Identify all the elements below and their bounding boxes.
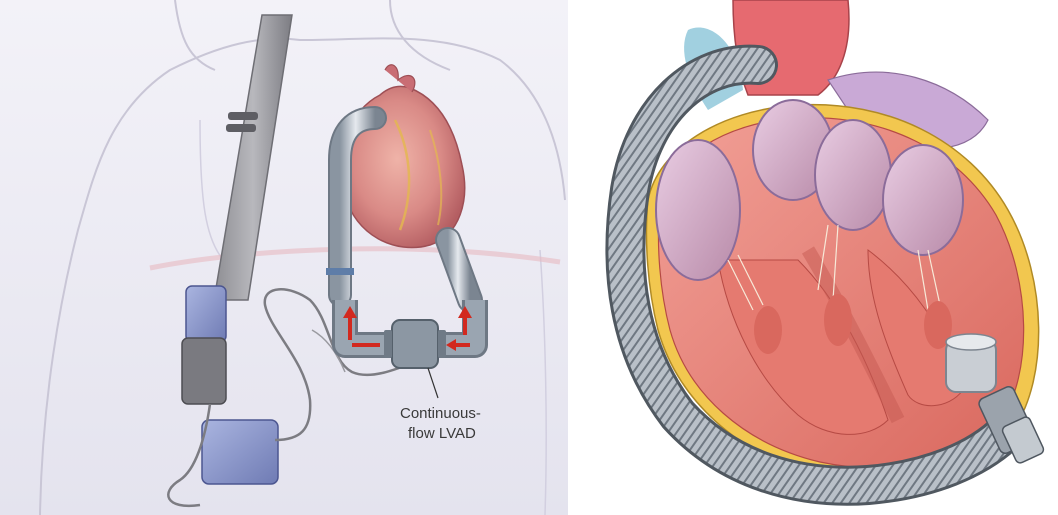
mitral-valve <box>815 120 891 230</box>
battery-holster <box>182 338 226 404</box>
torso-svg: Continuous- flow LVAD <box>0 0 568 515</box>
strap-buckle-2 <box>226 124 256 132</box>
pump-collar-right <box>438 330 446 358</box>
background <box>0 0 568 515</box>
callout-label-line2: flow LVAD <box>408 425 476 442</box>
left-atrium <box>656 140 740 280</box>
lvad-pump <box>392 320 438 368</box>
strap-buckle <box>228 112 258 120</box>
graft-ring <box>326 268 354 275</box>
inflow-cap <box>946 334 996 350</box>
papillary-muscle-2 <box>824 294 852 346</box>
heart-svg <box>568 0 1058 515</box>
papillary-muscle-1 <box>754 306 782 354</box>
tricuspid-valve <box>883 145 963 255</box>
pump-collar-left <box>384 330 392 358</box>
lvad-torso-illustration: Continuous- flow LVAD <box>0 0 568 515</box>
callout-label-line1: Continuous- <box>400 405 481 422</box>
battery-upper <box>186 286 226 342</box>
controller-box <box>202 420 278 484</box>
heart-cross-section-illustration <box>568 0 1058 515</box>
